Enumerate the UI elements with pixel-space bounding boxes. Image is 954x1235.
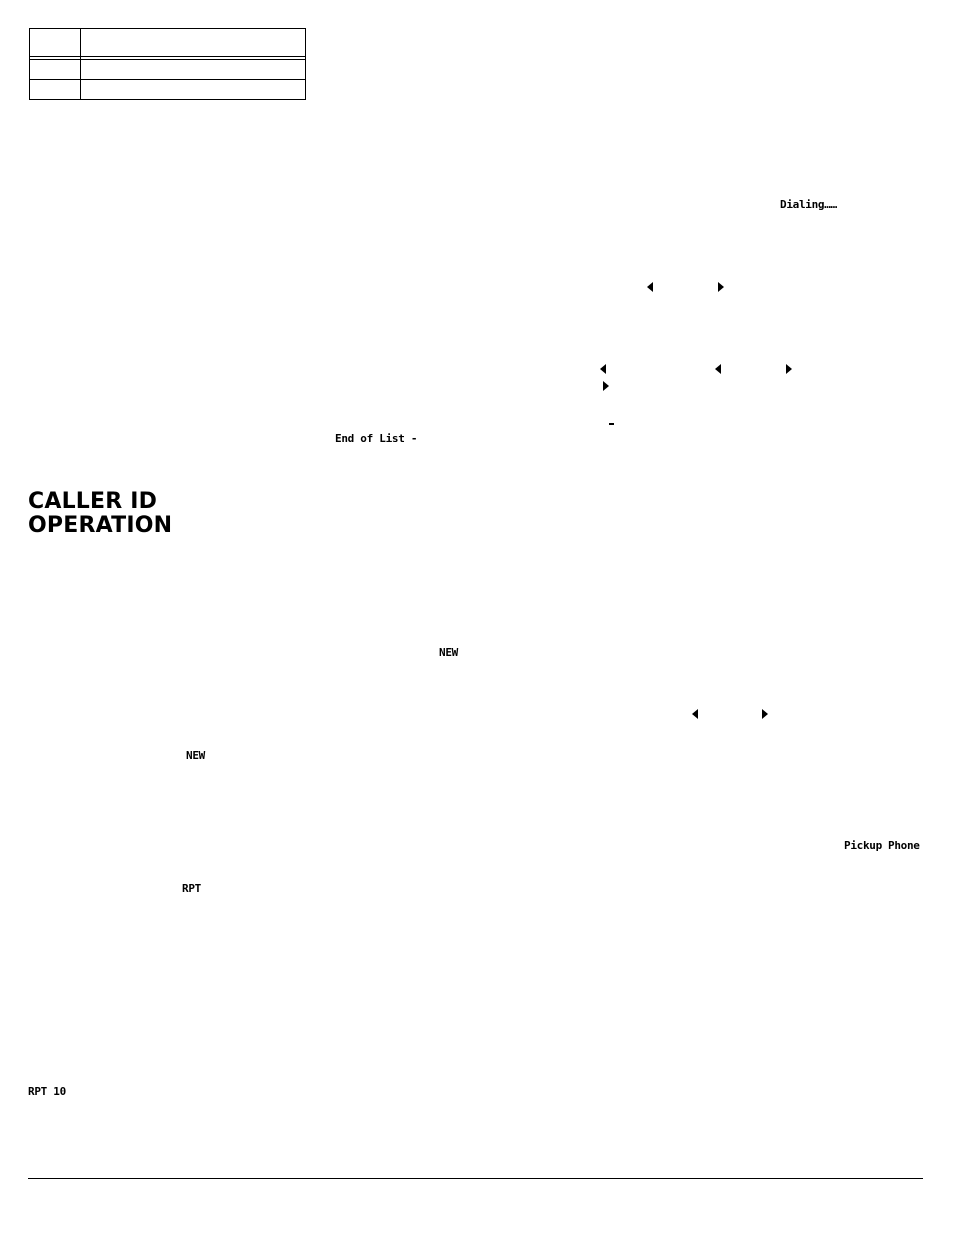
phone-display-text: Phone	[888, 839, 920, 852]
left-arrow-icon	[600, 364, 606, 374]
right-arrow-icon	[718, 282, 724, 292]
right-arrow-icon	[762, 709, 768, 719]
table-row-divider	[30, 79, 305, 80]
table-row-divider	[30, 56, 305, 57]
left-arrow-icon	[647, 282, 653, 292]
dash-mark	[609, 423, 614, 425]
section-heading: CALLER ID OPERATION	[28, 490, 172, 538]
new-display-text: NEW	[439, 646, 458, 659]
table-column-divider	[80, 29, 81, 99]
heading-line-2: OPERATION	[28, 513, 173, 538]
heading-line-1: CALLER ID	[28, 489, 158, 514]
right-arrow-icon	[786, 364, 792, 374]
right-arrow-icon	[603, 381, 609, 391]
dialing-display-text: Dialing……	[780, 198, 837, 211]
left-arrow-icon	[715, 364, 721, 374]
rpt-10-display-text: RPT 10	[28, 1085, 66, 1098]
info-table	[29, 28, 306, 100]
pickup-display-text: Pickup	[844, 839, 882, 852]
table-row-divider	[30, 59, 305, 60]
footer-rule	[28, 1178, 923, 1179]
end-of-list-display-text: End of List -	[335, 432, 418, 445]
rpt-display-text: RPT	[182, 882, 201, 895]
new-display-text: NEW	[186, 749, 205, 762]
left-arrow-icon	[692, 709, 698, 719]
